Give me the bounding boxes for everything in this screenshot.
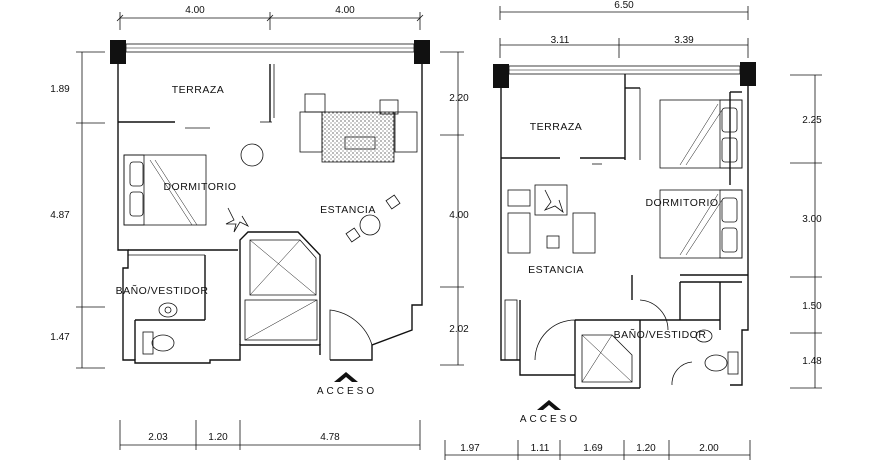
- plan-a-dim-left-2: 4.87: [50, 210, 70, 221]
- plan-b-dim-bottom-3: 1.69: [583, 443, 603, 454]
- plan-b-right-dimensions: 2.25 3.00 1.50 1.48: [790, 74, 822, 389]
- plan-b-column-left: [493, 64, 509, 88]
- plan-b-bottom-dimensions: 1.97 1.11 1.69 1.20 2.00: [444, 440, 751, 460]
- plan-a-bathroom-fixtures: [142, 302, 178, 355]
- plan-a-dim-bottom-2: 1.20: [208, 432, 228, 443]
- plan-a-label-dormitorio: DORMITORIO: [163, 181, 236, 193]
- plan-b-walls: [500, 74, 749, 389]
- plan-a-top-dimensions: 4.00 4.00: [116, 5, 424, 30]
- plan-b-access-arrow-icon: [537, 400, 561, 410]
- plan-a-column-left: [110, 40, 126, 64]
- plan-b-bed-bottom: [659, 189, 743, 259]
- plan-a-dim-right-1: 2.20: [449, 93, 469, 104]
- plan-a: 4.00 4.00 1.89 4.87 1.47 2.20 4.00 2.02: [50, 5, 469, 450]
- plan-b-entry-door: [534, 319, 576, 361]
- plan-a-dim-bottom-3: 4.78: [320, 432, 340, 443]
- plan-b-dim-bottom-4: 1.20: [636, 443, 656, 454]
- plan-b-bed-top: [659, 99, 743, 169]
- plan-a-bed: [123, 154, 207, 226]
- plan-a-shower: [244, 239, 318, 341]
- plan-a-living-furniture: [299, 93, 418, 243]
- plan-b-dim-right-2: 3.00: [802, 214, 822, 225]
- plan-b-access-label: ACCESO: [520, 414, 580, 425]
- plan-a-dim-top-2: 4.00: [335, 5, 355, 16]
- plan-b-dim-top-total: 6.50: [614, 0, 634, 11]
- plan-a-column-right: [414, 40, 430, 64]
- plan-a-dim-bottom-1: 2.03: [148, 432, 168, 443]
- plan-a-dim-right-3: 2.02: [449, 324, 469, 335]
- plan-b-label-dormitorio: DORMITORIO: [645, 197, 718, 209]
- plan-a-plant: [225, 207, 250, 233]
- plan-b-dim-bottom-1: 1.97: [460, 443, 480, 454]
- plan-a-access-arrow-icon: [334, 372, 358, 382]
- plan-b: 6.50 3.11 3.39 2.25 3.00 1.50 1.48: [444, 0, 822, 460]
- plan-b-label-terraza: TERRAZA: [530, 121, 583, 133]
- plan-b-bathroom-fixtures: [504, 299, 739, 375]
- plan-b-bath-door: [639, 299, 669, 331]
- plan-a-dim-right-2: 4.00: [449, 210, 469, 221]
- plan-a-label-bano: BAÑO/VESTIDOR: [116, 284, 209, 297]
- plan-b-wc-door: [671, 361, 693, 386]
- plan-b-label-bano: BAÑO/VESTIDOR: [614, 328, 707, 341]
- plan-a-label-estancia: ESTANCIA: [320, 204, 376, 216]
- plan-a-dim-top-1: 4.00: [185, 5, 205, 16]
- plan-b-dim-right-4: 1.48: [802, 356, 822, 367]
- plan-b-dim-right-1: 2.25: [802, 115, 822, 126]
- plan-a-right-dimensions: 2.20 4.00 2.02: [440, 51, 469, 366]
- plan-a-access-label: ACCESO: [317, 386, 377, 397]
- plan-a-entry-door: [329, 309, 373, 360]
- plan-b-dim-bottom-2: 1.11: [531, 443, 550, 454]
- plan-b-living-furniture: [507, 184, 596, 254]
- plan-b-dim-top-2: 3.39: [674, 35, 694, 46]
- plan-b-dim-top-1: 3.11: [551, 35, 570, 46]
- plan-b-dim-right-3: 1.50: [802, 301, 822, 312]
- plan-a-walls: [117, 64, 423, 364]
- plan-b-dim-bottom-5: 2.00: [699, 443, 719, 454]
- plan-a-dim-left-1: 1.89: [50, 84, 70, 95]
- plan-b-column-right: [740, 62, 756, 86]
- plan-b-shower: [581, 334, 633, 383]
- plan-a-round-table: [240, 143, 264, 167]
- plan-a-dim-left-3: 1.47: [50, 332, 70, 343]
- plan-a-bottom-dimensions: 2.03 1.20 4.78: [119, 420, 421, 450]
- plan-a-label-terraza: TERRAZA: [172, 84, 225, 96]
- plan-b-label-estancia: ESTANCIA: [528, 264, 584, 276]
- plan-b-top-dimensions: 6.50 3.11 3.39: [499, 0, 749, 58]
- plan-a-left-dimensions: 1.89 4.87 1.47: [50, 51, 105, 369]
